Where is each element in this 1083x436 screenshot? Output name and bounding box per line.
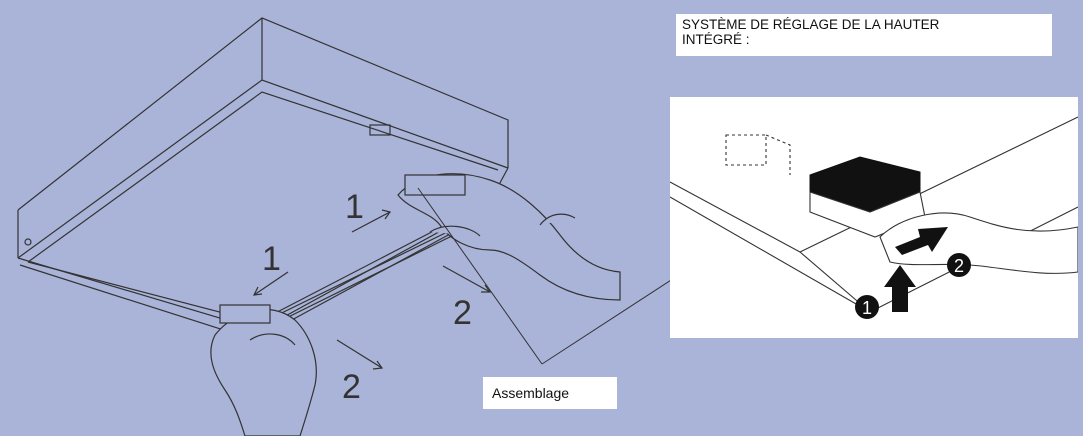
height-adjust-detail: 1 2: [669, 116, 1079, 319]
step-1-label: 1: [345, 188, 364, 226]
step-1-badge: [855, 295, 879, 319]
step-arrows: [252, 209, 492, 370]
detail-illustration: 1 2: [669, 97, 1079, 338]
step-1-label: 1: [262, 240, 281, 278]
step-2-label: 2: [453, 294, 472, 332]
arrow-1: [884, 265, 916, 312]
section-title: SYSTÈME DE RÉGLAGE DE LA HAUTER INTÉGRÉ …: [676, 14, 1052, 56]
title-line-2: INTÉGRÉ :: [682, 32, 750, 47]
step-2-label: 2: [342, 368, 361, 406]
step-2-badge-label: 2: [954, 256, 964, 276]
arrow-2: [895, 227, 948, 255]
step-1-badge-label: 1: [862, 298, 872, 318]
step-2-badge: [947, 253, 971, 277]
hood-drawing: [17, 17, 509, 341]
hand-left: [210, 304, 317, 436]
title-line-1: SYSTÈME DE RÉGLAGE DE LA HAUTER: [682, 17, 940, 32]
hand-right: [397, 173, 621, 301]
assembly-label: Assemblage: [483, 377, 617, 409]
